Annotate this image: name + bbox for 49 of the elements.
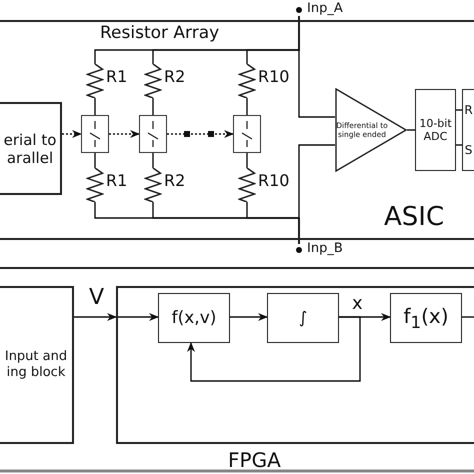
component-label: R1 [106, 68, 128, 86]
component-label: R10 [258, 172, 290, 190]
arrow [74, 313, 117, 321]
block-label: 10-bit ADC [418, 116, 453, 144]
arrow [109, 130, 140, 138]
block-label: ∫ [298, 308, 308, 328]
block-label: S [464, 142, 472, 158]
switch-box [233, 115, 261, 153]
section-title: Resistor Array [100, 24, 220, 44]
connector-line [94, 153, 96, 168]
function-block [390, 293, 462, 343]
block-box [0, 286, 74, 444]
connector-line [462, 316, 474, 318]
terminal-label: Inp_B [307, 242, 343, 257]
terminal-label: Inp_A [307, 2, 343, 17]
integrator-block [267, 293, 339, 343]
block-label: f$_{1}$(x) [403, 304, 449, 332]
connector-line [152, 153, 154, 168]
connector-line [246, 98, 248, 115]
component-label: R2 [164, 172, 186, 190]
component-label: R1 [106, 172, 128, 190]
block-box [0, 102, 62, 195]
switch-box [81, 115, 109, 153]
component-label: R10 [258, 68, 290, 86]
block-label: R [464, 102, 473, 118]
chip-boundary [0, 20, 474, 240]
block-box [415, 89, 456, 171]
connector-line [152, 98, 154, 115]
connector-line [456, 109, 462, 111]
connector-line [246, 202, 300, 244]
connector-line [407, 129, 415, 131]
block-box [462, 89, 474, 171]
block-title: ASIC [384, 203, 444, 233]
function-block [158, 293, 230, 343]
switch-box [139, 115, 167, 153]
connector-line [456, 144, 462, 146]
arrow [62, 130, 82, 138]
connector-line [246, 16, 300, 64]
arrow [167, 130, 234, 138]
connector-line [94, 98, 96, 115]
component-label: R2 [164, 68, 186, 86]
block-title: FPGA [228, 449, 281, 472]
block-label: Input and ing block [4, 349, 68, 381]
arrow [116, 313, 159, 321]
arrow [230, 313, 268, 321]
block-label: erial to arallel [2, 130, 58, 166]
connector-line [246, 153, 248, 168]
arrow [187, 316, 361, 382]
block-label: f(x,v) [172, 308, 216, 328]
